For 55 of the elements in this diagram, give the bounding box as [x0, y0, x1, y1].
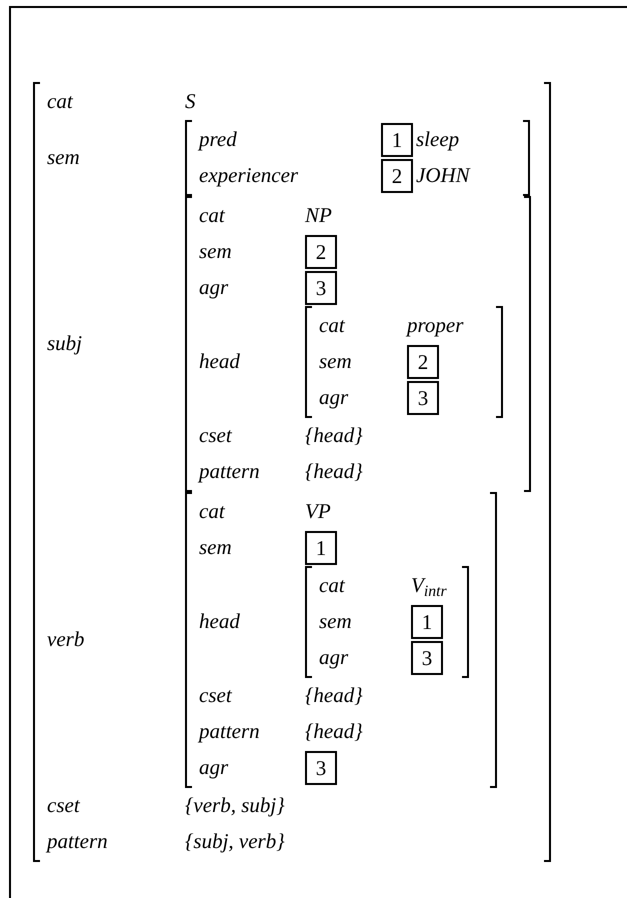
feature-name: cat — [199, 499, 225, 524]
tag-box: 3 — [411, 641, 443, 675]
feature-value: {head} — [305, 422, 363, 450]
feature-name: cset — [199, 683, 232, 708]
feature-name: cset — [199, 423, 232, 448]
feature-value: proper — [407, 312, 464, 340]
tag-box: 3 — [305, 271, 337, 305]
feature-name: sem — [319, 609, 352, 634]
feature-value: S — [185, 88, 196, 116]
feature-name: head — [199, 609, 240, 634]
feature-value: {head} — [305, 682, 363, 710]
feature-matrix — [305, 306, 504, 418]
feature-value: {head} — [305, 458, 363, 486]
tag-box: 1 — [305, 531, 337, 565]
tag-box: 3 — [407, 381, 439, 415]
feature-name: agr — [319, 385, 348, 410]
feature-name: cat — [199, 203, 225, 228]
feature-matrix — [185, 120, 530, 196]
feature-value: {verb, subj} — [185, 792, 285, 820]
feature-name: sem — [319, 349, 352, 374]
feature-name: pattern — [47, 829, 108, 854]
feature-value: sleep — [416, 127, 460, 152]
feature-name: cat — [319, 573, 345, 598]
feature-value: VP — [305, 498, 331, 526]
feature-name: subj — [47, 331, 82, 356]
tag-box: 2 — [407, 345, 439, 379]
feature-name: sem — [47, 145, 80, 170]
feature-value: V$_{intr}$ — [411, 572, 447, 602]
feature-name: cat — [47, 89, 73, 114]
tag-box: 2 — [381, 159, 413, 193]
feature-name: experiencer — [199, 163, 298, 188]
tag-box: 3 — [305, 751, 337, 785]
feature-name: cset — [47, 793, 80, 818]
feature-matrix — [33, 82, 552, 862]
feature-matrix — [185, 492, 497, 788]
feature-name: pred — [199, 127, 237, 152]
feature-name: verb — [47, 627, 84, 652]
feature-name: sem — [199, 535, 232, 560]
feature-name: agr — [319, 645, 348, 670]
feature-value: {subj, verb} — [185, 828, 285, 856]
feature-name: sem — [199, 239, 232, 264]
feature-name: agr — [199, 755, 228, 780]
feature-name: head — [199, 349, 240, 374]
feature-value: {head} — [305, 718, 363, 746]
feature-name: agr — [199, 275, 228, 300]
feature-name: cat — [319, 313, 345, 338]
feature-name: pattern — [199, 459, 260, 484]
tag-box: 1 — [411, 605, 443, 639]
tag-box: 2 — [305, 235, 337, 269]
tag-box: 1 — [381, 123, 413, 157]
feature-matrix — [185, 196, 532, 492]
feature-value: NP — [305, 202, 332, 230]
feature-matrix — [305, 566, 469, 678]
feature-value: JOHN — [416, 163, 470, 188]
feature-name: pattern — [199, 719, 260, 744]
